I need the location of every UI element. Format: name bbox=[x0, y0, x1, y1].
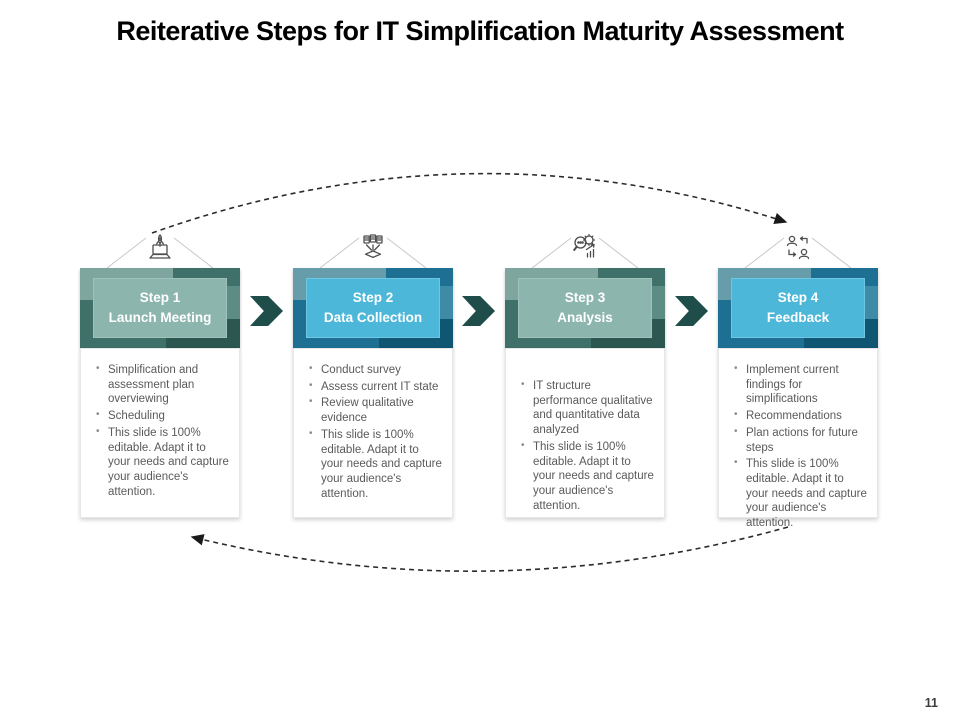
bullet-item: This slide is 100% editable. Adapt it to… bbox=[520, 440, 656, 514]
step-header: Step 3 Analysis bbox=[505, 268, 665, 348]
bullet-item: Conduct survey bbox=[308, 363, 444, 378]
bullet-list: Conduct surveyAssess current IT stateRev… bbox=[294, 349, 452, 509]
data-collection-icon bbox=[357, 232, 389, 264]
bullet-item: IT structure performance qualitative and… bbox=[520, 379, 656, 438]
step-title-box: Step 2 Data Collection bbox=[306, 278, 440, 338]
step-card: Conduct surveyAssess current IT stateRev… bbox=[293, 348, 453, 518]
step-header: Step 2 Data Collection bbox=[293, 268, 453, 348]
step-name: Analysis bbox=[557, 310, 613, 325]
peak-lines bbox=[744, 237, 852, 268]
step-title-box: Step 4 Feedback bbox=[731, 278, 865, 338]
peak-lines bbox=[106, 237, 214, 268]
step-name: Data Collection bbox=[323, 310, 423, 325]
step-header: Step 1 Launch Meeting bbox=[80, 268, 240, 348]
step-card: Implement current findings for simplific… bbox=[718, 348, 878, 529]
bullet-item: Implement current findings for simplific… bbox=[733, 363, 869, 407]
chevron-right-icon bbox=[250, 296, 283, 326]
bullet-item: Review qualitative evidence bbox=[308, 396, 444, 425]
bullet-item: Simplification and assessment plan overv… bbox=[95, 363, 231, 407]
step-name: Feedback bbox=[766, 310, 830, 325]
analysis-icon bbox=[569, 232, 601, 264]
step-label: Step 2 bbox=[352, 289, 394, 305]
step-label: Step 4 bbox=[777, 289, 819, 305]
page-number: 11 bbox=[924, 696, 938, 710]
step-label: Step 3 bbox=[564, 289, 606, 305]
bullet-item: This slide is 100% editable. Adapt it to… bbox=[733, 457, 869, 531]
bullet-item: Plan actions for future steps bbox=[733, 426, 869, 455]
bullet-list: Implement current findings for simplific… bbox=[719, 349, 877, 539]
bullet-list: IT structure performance qualitative and… bbox=[506, 349, 664, 521]
step-card: IT structure performance qualitative and… bbox=[505, 348, 665, 518]
bullet-item: Scheduling bbox=[95, 409, 231, 424]
step-name: Launch Meeting bbox=[108, 310, 212, 325]
feedback-icon bbox=[782, 232, 814, 264]
chevron-right-icon bbox=[462, 296, 495, 326]
bottom-cycle-arrow bbox=[190, 526, 789, 572]
bullet-item: This slide is 100% editable. Adapt it to… bbox=[95, 426, 231, 500]
bullet-list: Simplification and assessment plan overv… bbox=[81, 349, 239, 507]
page-title: Reiterative Steps for IT Simplification … bbox=[116, 16, 844, 46]
step-header: Step 4 Feedback bbox=[718, 268, 878, 348]
top-cycle-arrow bbox=[151, 172, 788, 234]
bullet-item: This slide is 100% editable. Adapt it to… bbox=[308, 428, 444, 502]
step-card: Simplification and assessment plan overv… bbox=[80, 348, 240, 518]
peak-lines bbox=[531, 237, 639, 268]
step-label: Step 1 bbox=[139, 289, 181, 305]
peak-lines bbox=[319, 237, 427, 268]
bullet-item: Recommendations bbox=[733, 409, 869, 424]
chevron-right-icon bbox=[675, 296, 708, 326]
bullet-item: Assess current IT state bbox=[308, 380, 444, 395]
step-title-box: Step 3 Analysis bbox=[518, 278, 652, 338]
rocket-launch-icon bbox=[144, 232, 176, 264]
step-title-box: Step 1 Launch Meeting bbox=[93, 278, 227, 338]
